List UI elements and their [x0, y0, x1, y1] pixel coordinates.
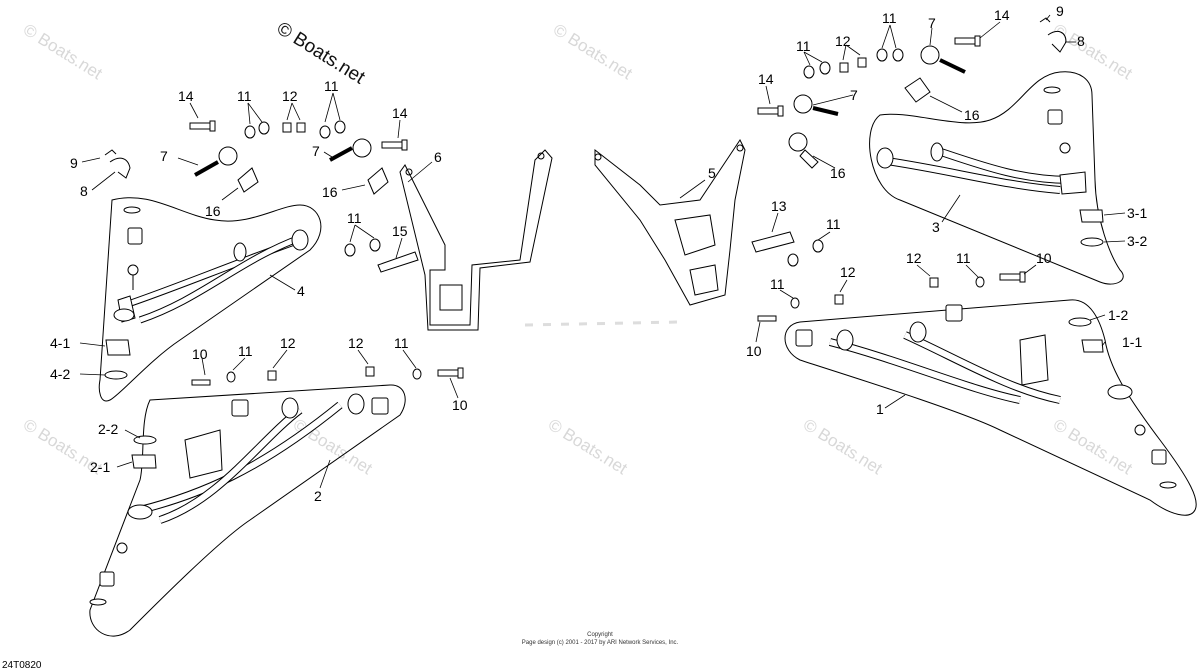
upper-a-arm-left: [98, 197, 322, 402]
callout-16: 16: [830, 165, 846, 181]
callout-4: 4: [297, 283, 305, 299]
callout-14: 14: [178, 88, 194, 104]
diagram-id: 24T0820: [2, 660, 42, 671]
callout-labels: 14 11 12 11 14 9 8 7 16 7 16 6 11 15 4 4…: [50, 3, 1147, 504]
callout-3: 3: [932, 219, 940, 235]
lower-a-arm-left: [89, 384, 406, 637]
callout-14: 14: [994, 7, 1010, 23]
callout-12: 12: [835, 33, 851, 49]
lower-a-arm-right: [784, 299, 1197, 516]
callout-11: 11: [238, 343, 253, 359]
bracket-center: [594, 139, 746, 306]
callout-11: 11: [770, 276, 785, 292]
callout-10: 10: [452, 397, 468, 413]
callout-2: 2: [314, 488, 322, 504]
callout-12: 12: [280, 335, 296, 351]
callout-2-2: 2-2: [98, 421, 118, 437]
callout-7: 7: [928, 15, 936, 31]
callout-11: 11: [956, 250, 971, 266]
callout-14: 14: [392, 105, 408, 121]
callout-6: 6: [434, 149, 442, 165]
callout-12: 12: [840, 264, 856, 280]
callout-7: 7: [850, 87, 858, 103]
callout-12: 12: [348, 335, 364, 351]
callout-7: 7: [312, 143, 320, 159]
callout-11: 11: [324, 78, 339, 94]
callout-11: 11: [882, 10, 897, 26]
callout-11: 11: [826, 216, 841, 232]
callout-13: 13: [771, 198, 787, 214]
callout-8: 8: [80, 183, 88, 199]
callout-11: 11: [347, 210, 362, 226]
callout-9: 9: [1056, 3, 1064, 19]
callout-12: 12: [906, 250, 922, 266]
callout-8: 8: [1077, 33, 1085, 49]
upper-a-arm-right: [869, 71, 1124, 285]
callout-11: 11: [394, 335, 409, 351]
callout-10: 10: [192, 346, 208, 362]
callout-7: 7: [160, 148, 168, 164]
callout-15: 15: [392, 223, 408, 239]
copyright-notice: Page design (c) 2001 - 2017 by ARI Netwo…: [521, 640, 679, 646]
callout-12: 12: [282, 88, 298, 104]
callout-14: 14: [758, 71, 774, 87]
callout-2-1: 2-1: [90, 459, 110, 475]
callout-16: 16: [205, 203, 221, 219]
callout-11: 11: [237, 88, 252, 104]
callout-3-2: 3-2: [1127, 233, 1147, 249]
callout-1-1: 1-1: [1122, 334, 1142, 350]
copyright-label: Copyright: [587, 632, 613, 638]
hardware-parts: [104, 17, 1067, 386]
callout-9: 9: [70, 155, 78, 171]
callout-4-1: 4-1: [50, 335, 70, 351]
callout-10: 10: [1036, 250, 1052, 266]
bracket-left: [399, 149, 553, 331]
callout-16: 16: [964, 107, 980, 123]
callout-3-1: 3-1: [1127, 205, 1147, 221]
callout-1: 1: [876, 401, 884, 417]
callout-4-2: 4-2: [50, 366, 70, 382]
callout-10: 10: [746, 343, 762, 359]
callout-16: 16: [322, 184, 338, 200]
callout-11: 11: [796, 38, 811, 54]
callout-1-2: 1-2: [1108, 307, 1128, 323]
leader-lines: [79, 14, 1126, 489]
callout-5: 5: [708, 165, 716, 181]
